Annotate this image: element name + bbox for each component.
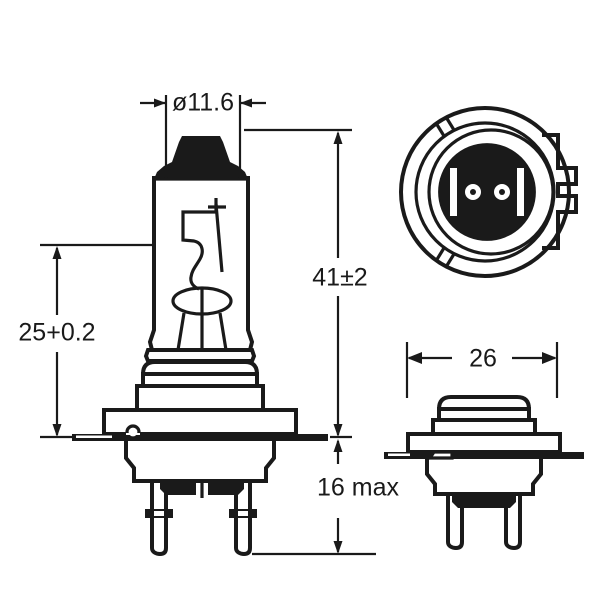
- side-cap-flange-body: [406, 432, 562, 454]
- side-flange-plate-highlight-slot: [388, 453, 410, 456]
- side-flange-locating-nub: [427, 450, 454, 460]
- socket-terminal-eyelet-left: [465, 184, 481, 200]
- side-cap-insulator-block: [452, 494, 516, 508]
- socket-contact-blade-right: [517, 168, 524, 216]
- filament-lead-wire-left: [176, 312, 186, 351]
- glass-tip-black-cap: [154, 136, 248, 179]
- front-elevation-view: [72, 136, 328, 557]
- side-lower-cap-shell: [425, 459, 543, 496]
- socket-key-notch-top: [434, 116, 456, 137]
- socket-contact-blade-left: [450, 168, 457, 216]
- socket-end-view: [399, 106, 578, 278]
- socket-key-notch-bottom: [434, 247, 456, 268]
- socket-outer-ring: [399, 106, 571, 278]
- arrow-seal-top: [52, 246, 62, 259]
- socket-side-lug: [542, 133, 578, 250]
- arrow-diameter-left: [154, 98, 166, 108]
- dimension-diameter: ø11.6: [140, 89, 266, 180]
- flange-locating-nub: [125, 424, 141, 440]
- cap-insulator-block-left: [160, 481, 196, 495]
- side-locating-flange-plate: [384, 452, 584, 459]
- cap-ring-lower: [135, 384, 265, 412]
- arrow-cap-width-left: [407, 352, 422, 364]
- arrow-cap-width-right: [542, 352, 557, 364]
- side-cap-ring-lower: [431, 418, 537, 436]
- socket-contact-recess: [439, 144, 535, 240]
- dimension-label-diameter: ø11.6: [172, 89, 234, 117]
- cap-insulator-block-right: [208, 481, 244, 495]
- cap-ring-upper: [140, 360, 260, 376]
- dimension-base-depth: 16 max: [252, 439, 399, 556]
- arrow-overall-top: [333, 131, 343, 144]
- arrow-seal-bottom: [52, 424, 62, 437]
- side-terminal-pin-right: [504, 494, 522, 551]
- dimension-label-base-depth: 16 max: [317, 474, 399, 502]
- side-cap-ring-upper: [436, 395, 532, 411]
- dimension-label-overall-height: 41±2: [312, 264, 367, 292]
- side-elevation-view: [384, 395, 584, 551]
- pinch-seal-disc: [143, 348, 257, 363]
- dimension-overall-height: 41±2: [244, 128, 368, 439]
- side-terminal-pin-left: [446, 494, 464, 551]
- filament-lead-hook: [181, 210, 216, 291]
- filament-support-post: [214, 203, 224, 273]
- arrow-diameter-right: [240, 98, 252, 108]
- flange-plate-highlight-slot: [76, 435, 112, 438]
- arrow-base-bottom: [333, 541, 343, 554]
- socket-recess-outline: [438, 143, 536, 241]
- filament-lead-wire-right: [218, 312, 228, 351]
- terminal-pin-right: [229, 481, 257, 557]
- arrow-base-top: [333, 439, 343, 452]
- lower-cap-shell: [124, 441, 276, 483]
- socket-terminal-eyelet-right: [494, 184, 510, 200]
- arrow-overall-bottom: [333, 424, 343, 437]
- terminal-pin-left: [145, 481, 173, 557]
- dimension-cap-width: 26: [405, 342, 559, 398]
- flange-nub-clearance: [126, 433, 140, 435]
- filament-assembly: [171, 198, 233, 351]
- dimension-label-seal-height: 25+0.2: [18, 319, 95, 347]
- dimension-seal-height: 25+0.2: [18, 243, 152, 439]
- socket-mid-ring: [427, 128, 555, 256]
- dimension-label-cap-width: 26: [469, 345, 497, 373]
